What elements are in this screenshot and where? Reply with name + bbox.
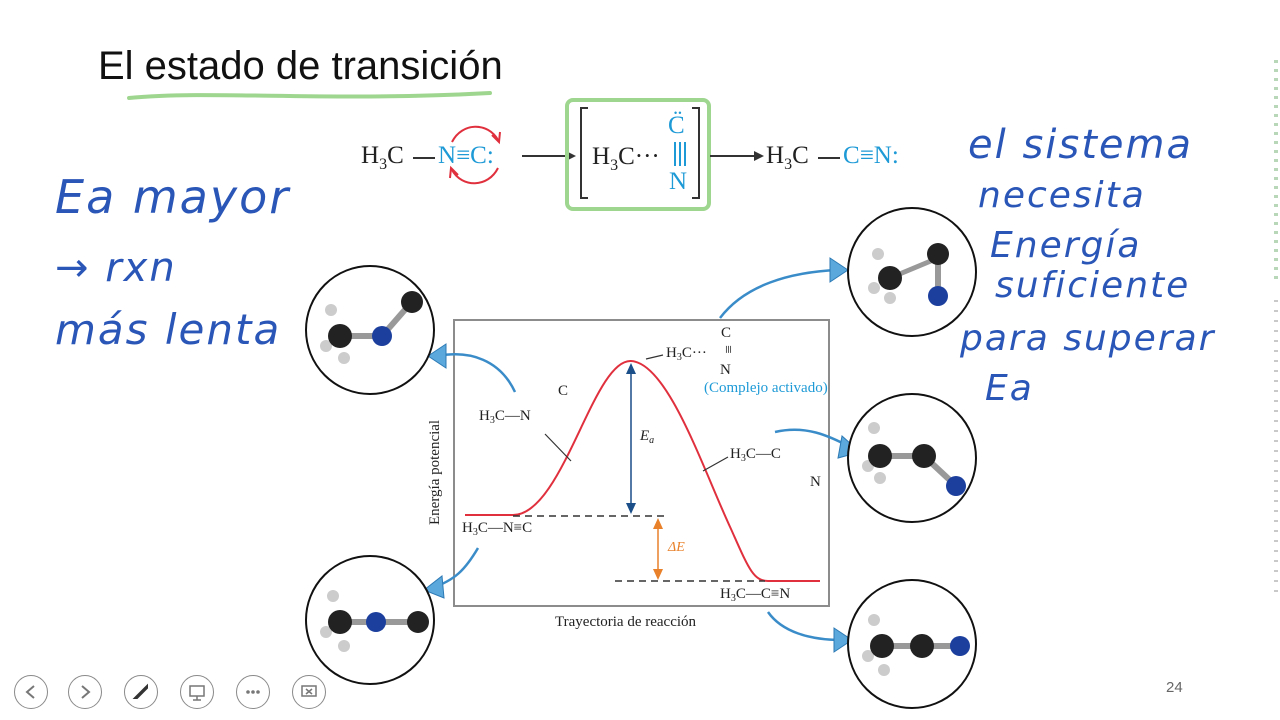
ts-top-c: C̈: [668, 112, 685, 139]
reactant-c: C: [387, 142, 404, 169]
pointer-tool-button[interactable]: [180, 675, 214, 709]
tsd-sub: 3: [676, 352, 682, 363]
activated-complex-label: (Complejo activado): [704, 380, 828, 396]
note-right-line6: Ea: [985, 368, 1034, 409]
right-base-label: H3C—C≡N: [720, 586, 790, 604]
molecule-circle-reactant-linear: [305, 555, 435, 685]
left-molecule-label: H3C—N: [479, 408, 531, 426]
note-right-line1: el sistema: [968, 122, 1193, 168]
pen-tool-button[interactable]: [124, 675, 158, 709]
previous-icon: [25, 685, 35, 699]
more-icon: [246, 690, 260, 694]
rb-sub: 3: [730, 593, 736, 604]
diagram-ylabel: Energía potencial: [427, 419, 443, 525]
molecule-circle-product-bent: [847, 393, 977, 523]
screen-options-button[interactable]: [292, 675, 326, 709]
lb-sub: 3: [472, 527, 478, 538]
tsd-top-c: C: [721, 325, 732, 341]
ts-dots: ···: [634, 143, 660, 170]
ts-sub: 3: [610, 157, 619, 174]
rb-rest: C—C≡N: [735, 586, 791, 602]
product-sub: 3: [784, 156, 793, 173]
next-icon: [81, 685, 91, 699]
molecule-circle-transition: [847, 207, 977, 337]
reactant-c-lonepair: C:: [470, 142, 494, 169]
rm-sub: 3: [740, 453, 746, 464]
ea-label: Ea: [640, 428, 654, 446]
lm-cn: C—N: [494, 408, 531, 424]
tsd-c: C···: [681, 345, 707, 361]
note-right-line4: suficiente: [995, 265, 1191, 306]
lm-sub: 3: [489, 415, 495, 426]
rb-h: H: [720, 586, 731, 602]
product-n: N:: [873, 142, 899, 169]
energy-curve: [465, 359, 820, 582]
product-single-bond: [818, 157, 840, 159]
molecule-circle-product-linear: [847, 579, 977, 709]
reactant-formula: H3C: [361, 142, 404, 174]
side-ruler-bottom: [1274, 300, 1278, 600]
de-label: ΔE: [668, 540, 685, 555]
product-triple-bond: ≡: [859, 142, 874, 169]
reactant-h: H: [361, 142, 380, 169]
left-base-label: H3C—N≡C: [462, 520, 532, 538]
right-molecule-label: H3C—C: [730, 446, 781, 464]
reaction-arrow-2-icon: [710, 151, 764, 161]
page-number: 24: [1166, 679, 1183, 696]
reactant-isocyanide: N≡C:: [438, 142, 494, 170]
transition-brackets-icon: [580, 107, 700, 199]
tsd-triple: ≡: [719, 345, 736, 354]
side-ruler-top: [1274, 60, 1278, 280]
tsd-h: H: [666, 345, 677, 361]
transition-formula: H3C···: [592, 143, 660, 175]
product-nitrile: C≡N:: [843, 142, 899, 170]
ea-e: E: [640, 428, 650, 444]
product-formula: H3C: [766, 142, 809, 174]
note-left-line3: más lenta: [55, 305, 282, 354]
tsd-bottom-n: N: [720, 362, 731, 378]
more-options-button[interactable]: [236, 675, 270, 709]
pointer-icon: [189, 685, 205, 701]
lb-h: H: [462, 520, 473, 536]
ts-triple-bond-icon: [674, 142, 686, 166]
reactant-sub: 3: [379, 156, 388, 173]
lm-h: H: [479, 408, 490, 424]
product-c: C: [792, 142, 809, 169]
rm-h: H: [730, 446, 741, 462]
note-left-line1: Ea mayor: [55, 170, 291, 224]
diagram-xlabel: Trayectoria de reacción: [555, 614, 697, 630]
rm-cc: C—C: [745, 446, 781, 462]
screen-icon: [301, 685, 317, 697]
ts-bottom-n: N: [669, 168, 688, 195]
ea-a: a: [649, 435, 655, 446]
note-right-line2: necesita: [978, 175, 1146, 216]
note-left-line2: → rxn: [55, 245, 177, 291]
ts-diagram-label: H3C···: [666, 345, 707, 363]
previous-slide-button[interactable]: [14, 675, 48, 709]
molecule-circle-reactant-bent: [305, 265, 435, 395]
ts-h: H: [592, 143, 611, 170]
title-underline-stroke: [127, 91, 492, 100]
energy-profile-svg: [465, 354, 820, 582]
lb-rest: C—N≡C: [477, 520, 533, 536]
transition-state-highlight: [565, 98, 711, 211]
reactant-single-bond: [413, 157, 435, 159]
note-right-line5: para superar: [960, 318, 1216, 359]
ts-c: C: [618, 143, 635, 170]
slide-title: El estado de transición: [98, 44, 503, 88]
rotation-arrows-icon: [449, 125, 501, 185]
pen-icon: [132, 683, 148, 699]
note-right-line3: Energía: [990, 225, 1142, 266]
product-c2: C: [843, 142, 860, 169]
rm-n: N: [810, 474, 821, 490]
reactant-triple-bond: ≡: [456, 142, 471, 169]
lm-c: C: [558, 383, 569, 399]
product-h: H: [766, 142, 785, 169]
reactant-n: N: [438, 142, 457, 169]
next-slide-button[interactable]: [68, 675, 102, 709]
